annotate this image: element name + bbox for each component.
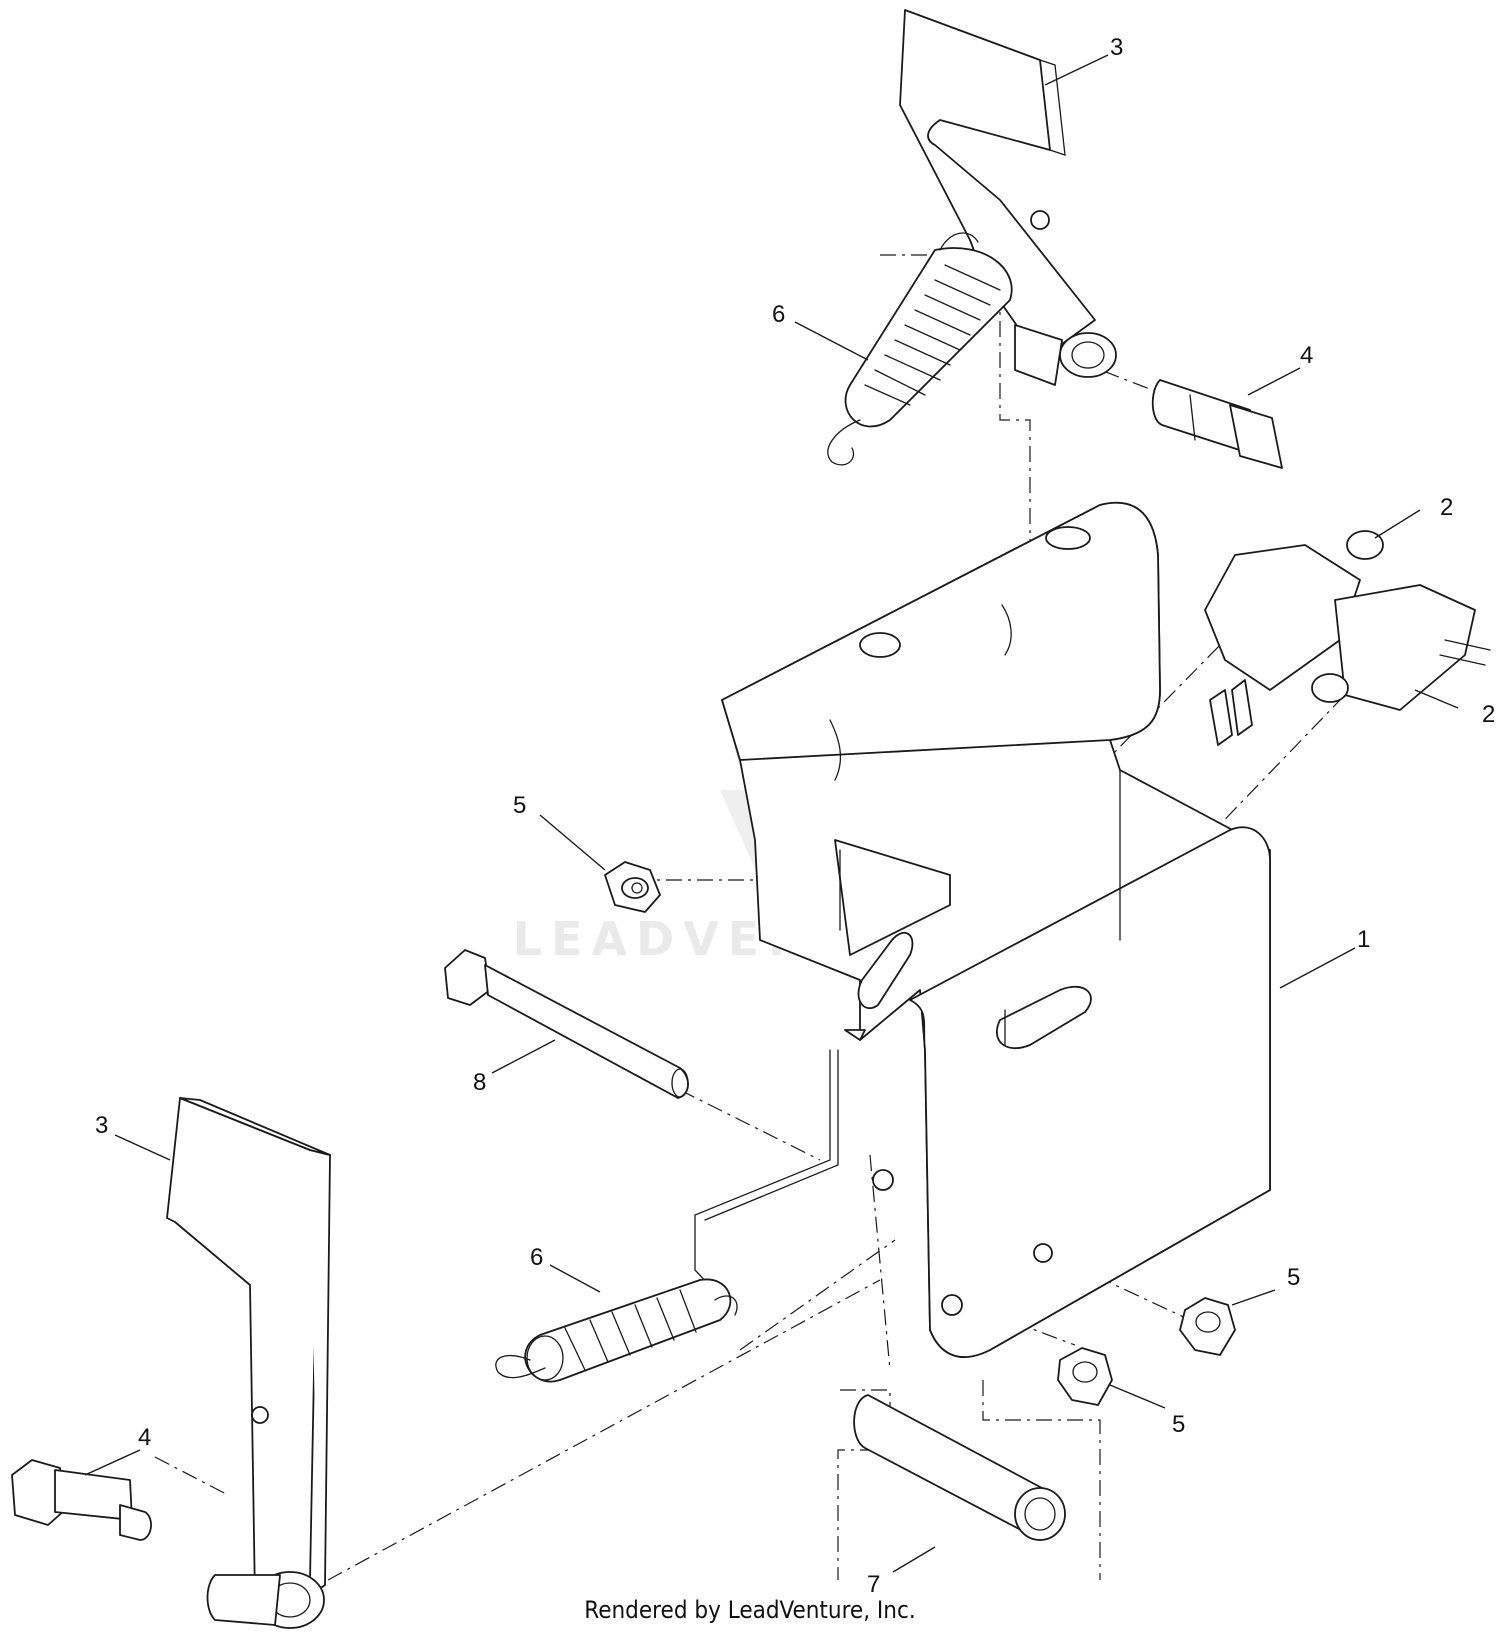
callout-4-bottom: 4 (138, 1424, 151, 1451)
spring-bottom (495, 1278, 738, 1383)
callout-2-upper: 2 (1440, 494, 1453, 521)
callout-1: 1 (1357, 926, 1370, 953)
mounting-bracket (694, 501, 1271, 1358)
hex-nut-left (604, 861, 661, 913)
callout-5-right: 5 (1287, 1264, 1300, 1291)
callout-7: 7 (867, 1571, 880, 1598)
callout-leaders (84, 54, 1459, 1573)
callout-numbers: 3 6 4 2 2 5 1 8 3 6 5 5 4 7 (95, 34, 1495, 1598)
hex-nut-bottom (1057, 1347, 1113, 1406)
callout-4-top: 4 (1300, 342, 1313, 369)
hex-nut-right (1179, 1297, 1236, 1356)
callout-8: 8 (473, 1069, 486, 1096)
long-bolt (444, 949, 689, 1099)
callout-3-bottom: 3 (95, 1112, 108, 1139)
assembly-lines (154, 254, 1341, 1581)
bolt-top (1151, 379, 1283, 469)
callout-5-bottom: 5 (1172, 1411, 1185, 1438)
render-credit: Rendered by LeadVenture, Inc. (584, 1596, 916, 1624)
callout-6-top: 6 (772, 301, 785, 328)
pedal-bottom (166, 1097, 331, 1629)
callout-5-left: 5 (513, 792, 526, 819)
callout-3-top: 3 (1110, 34, 1123, 61)
safety-switches (1204, 530, 1491, 746)
spacer-tube (853, 1394, 1066, 1541)
pedal-top (899, 9, 1117, 386)
callout-2-lower: 2 (1482, 701, 1495, 728)
bolt-bottom (11, 1459, 152, 1541)
spring-top (827, 232, 1013, 466)
callout-6-bottom: 6 (530, 1244, 543, 1271)
